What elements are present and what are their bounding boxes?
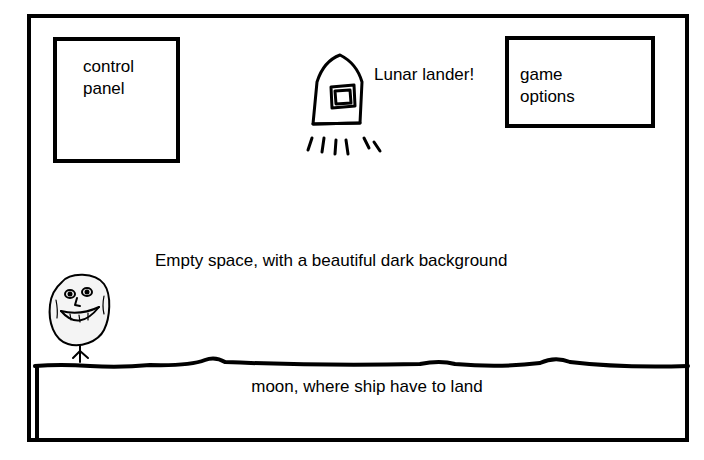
exhaust-mark (322, 138, 324, 152)
moon-surface-line (35, 358, 688, 366)
node-text: control panel (83, 56, 155, 100)
face-eye (65, 290, 75, 298)
face-cheeks (56, 296, 104, 318)
lander-window (331, 85, 355, 108)
exhaust-mark (364, 138, 369, 148)
exhaust-mark (335, 140, 336, 154)
node-text: game options (520, 64, 600, 108)
screen-frame: Empty space, with a beautiful dark backg… (27, 14, 689, 442)
lander-window-inner (335, 90, 351, 104)
face-grin-top (61, 307, 99, 313)
control-panel-box: control panel (53, 37, 180, 163)
node-text: moon, where ship have to land (39, 376, 695, 398)
forever-alone-figure (50, 275, 110, 362)
game-options-box: game options (505, 36, 655, 128)
figure-arms (73, 351, 88, 358)
lander-hull (313, 55, 362, 124)
face-pupil (86, 291, 89, 294)
exhaust-mark (346, 140, 348, 154)
face-outline (50, 275, 110, 346)
lander-label: Lunar lander! (374, 64, 474, 86)
exhaust-mark (374, 142, 380, 151)
face-eye (82, 288, 92, 296)
moon-band: moon, where ship have to land (35, 364, 695, 438)
figure-body (79, 345, 81, 362)
exhaust-mark (308, 138, 312, 150)
lander-base (313, 123, 360, 124)
face-teeth (70, 313, 88, 322)
face-pupil (69, 293, 72, 296)
lunar-lander-drawing (308, 55, 380, 154)
face-nose (75, 298, 80, 306)
node-text: Empty space, with a beautiful dark backg… (155, 250, 507, 272)
